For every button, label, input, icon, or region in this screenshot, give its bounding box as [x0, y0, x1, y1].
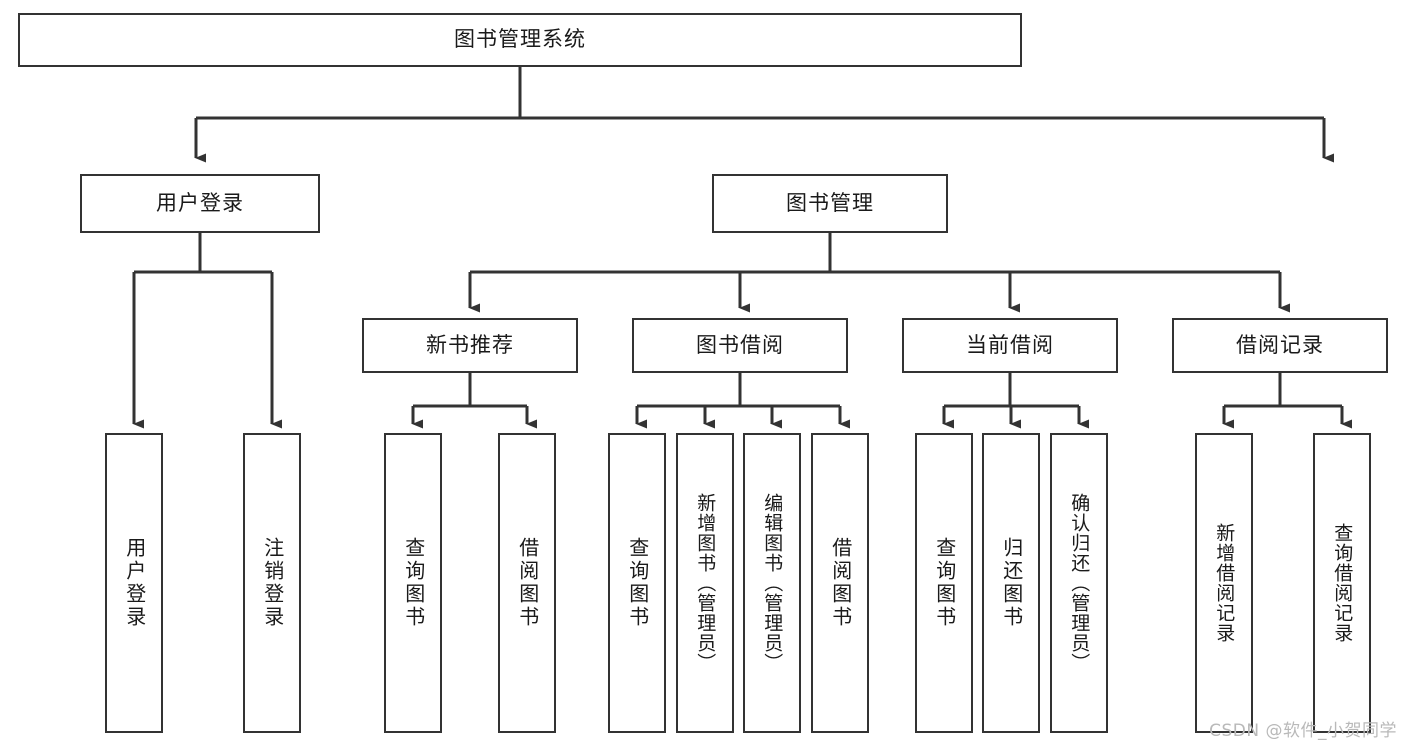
leaf-user-login[interactable]: 用户登录: [105, 433, 163, 733]
node-book-management-label: 图书管理: [786, 190, 874, 215]
node-borrow-record-label: 借阅记录: [1236, 332, 1324, 357]
leaf-edit-book-admin[interactable]: 编辑图书（管理员）: [743, 433, 801, 733]
node-new-book-recommend-label: 新书推荐: [426, 332, 514, 357]
leaf-borrow-book-label: 借阅图书: [828, 537, 853, 629]
node-borrow-record[interactable]: 借阅记录: [1172, 318, 1388, 373]
node-root-label: 图书管理系统: [454, 27, 586, 52]
leaf-return-book[interactable]: 归还图书: [982, 433, 1040, 733]
leaf-query-borrow-record[interactable]: 查询借阅记录: [1313, 433, 1371, 733]
leaf-query-book-current-label: 查询图书: [932, 537, 957, 629]
leaf-query-book-recommend[interactable]: 查询图书: [384, 433, 442, 733]
leaf-borrow-book[interactable]: 借阅图书: [811, 433, 869, 733]
node-user-login-label: 用户登录: [156, 190, 244, 215]
node-book-borrow[interactable]: 图书借阅: [632, 318, 848, 373]
leaf-borrow-book-recommend[interactable]: 借阅图书: [498, 433, 556, 733]
leaf-query-book-borrow-label: 查询图书: [625, 537, 650, 629]
node-new-book-recommend[interactable]: 新书推荐: [362, 318, 578, 373]
leaf-query-book-current[interactable]: 查询图书: [915, 433, 973, 733]
node-book-borrow-label: 图书借阅: [696, 332, 784, 357]
node-user-login[interactable]: 用户登录: [80, 174, 320, 233]
leaf-borrow-book-recommend-label: 借阅图书: [515, 537, 540, 629]
leaf-add-borrow-record-label: 新增借阅记录: [1213, 523, 1236, 643]
node-current-borrow-label: 当前借阅: [966, 332, 1054, 357]
leaf-add-borrow-record[interactable]: 新增借阅记录: [1195, 433, 1253, 733]
leaf-logout[interactable]: 注销登录: [243, 433, 301, 733]
watermark: CSDN @软件_小贺同学: [1209, 721, 1397, 741]
leaf-confirm-return-admin-label: 确认归还（管理员）: [1068, 493, 1091, 673]
leaf-query-borrow-record-label: 查询借阅记录: [1331, 523, 1354, 643]
leaf-edit-book-admin-label: 编辑图书（管理员）: [761, 493, 784, 673]
leaf-query-book-recommend-label: 查询图书: [401, 537, 426, 629]
leaf-add-book-admin-label: 新增图书（管理员）: [694, 493, 717, 673]
leaf-add-book-admin[interactable]: 新增图书（管理员）: [676, 433, 734, 733]
leaf-query-book-borrow[interactable]: 查询图书: [608, 433, 666, 733]
node-root[interactable]: 图书管理系统: [18, 13, 1022, 67]
node-book-management[interactable]: 图书管理: [712, 174, 948, 233]
leaf-confirm-return-admin[interactable]: 确认归还（管理员）: [1050, 433, 1108, 733]
leaf-return-book-label: 归还图书: [999, 537, 1024, 629]
leaf-user-login-label: 用户登录: [122, 537, 147, 629]
leaf-logout-label: 注销登录: [260, 537, 285, 629]
node-current-borrow[interactable]: 当前借阅: [902, 318, 1118, 373]
